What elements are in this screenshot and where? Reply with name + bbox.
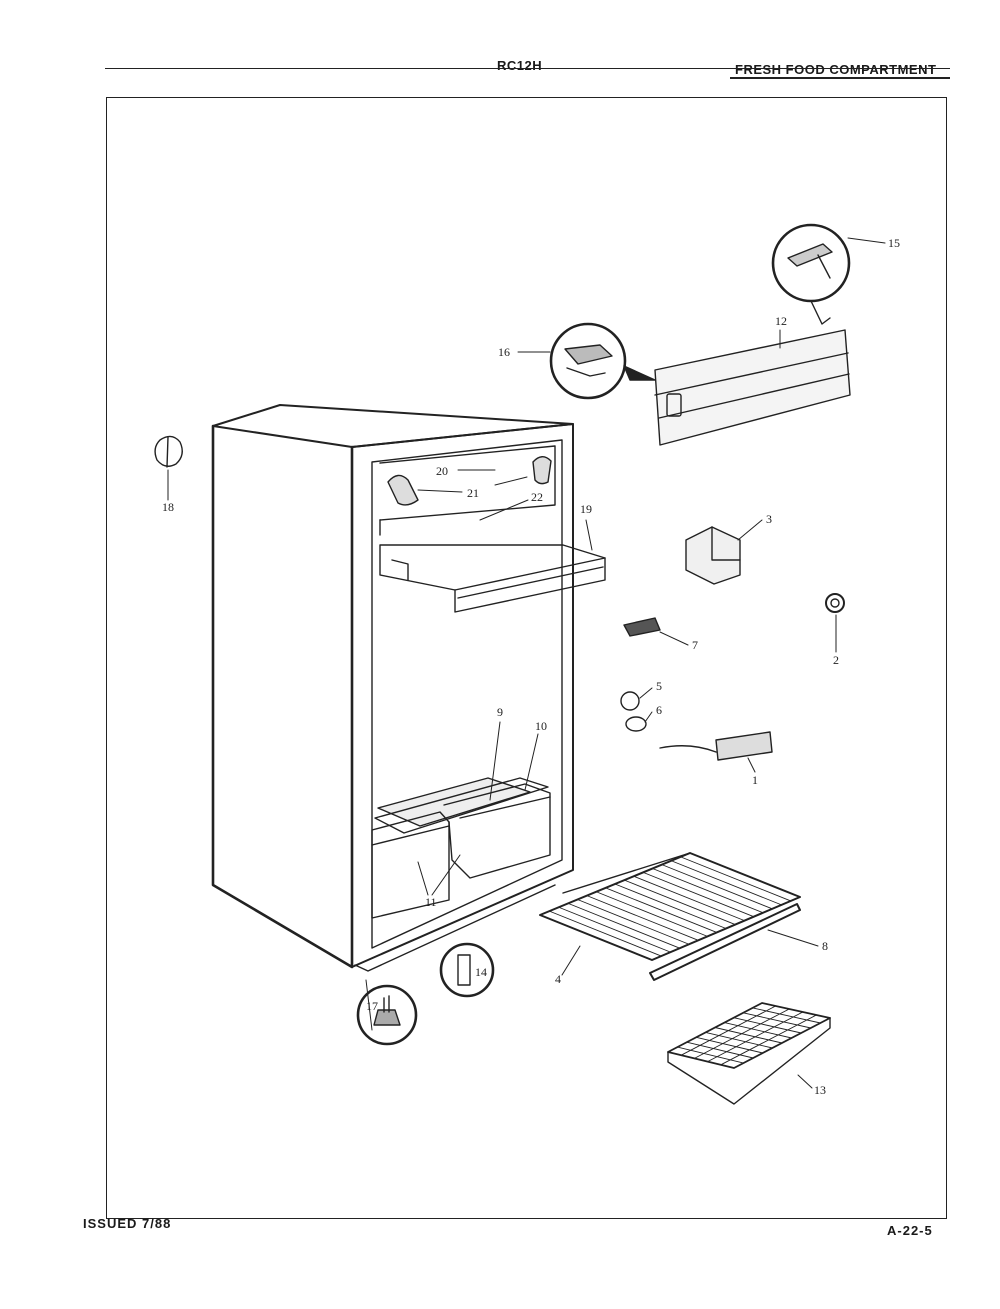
tray-divider xyxy=(752,1007,821,1024)
shelf-wire xyxy=(633,875,745,922)
callout-4: 4 xyxy=(555,972,561,986)
leader-line xyxy=(639,687,653,699)
callout-2: 2 xyxy=(833,653,839,667)
part-5-6-bulbs xyxy=(620,691,647,732)
callout-5: 5 xyxy=(656,679,662,693)
tray-divider xyxy=(686,1041,754,1059)
leader-line xyxy=(494,476,528,486)
leader-line xyxy=(737,519,763,541)
part-18 xyxy=(154,435,183,468)
tray-divider xyxy=(676,1046,745,1064)
part-1-control xyxy=(659,731,773,761)
leader-line xyxy=(417,861,429,896)
tray-divider xyxy=(695,1036,764,1054)
shelf-wire xyxy=(605,887,718,933)
tray-divider xyxy=(680,1005,777,1056)
part-3-thermostat xyxy=(685,526,741,585)
callout-12: 12 xyxy=(775,314,787,328)
shelf-wire xyxy=(680,856,792,902)
part-7-switch xyxy=(623,617,661,637)
issued-date: ISSUED 7/88 xyxy=(83,1216,172,1231)
leader-line xyxy=(659,631,689,646)
part-14-callout xyxy=(439,942,495,998)
callout-16: 16 xyxy=(498,345,510,359)
diagram-frame xyxy=(106,97,947,1219)
callout-20: 20 xyxy=(436,464,448,478)
callout-10: 10 xyxy=(535,719,547,733)
leader-line xyxy=(644,711,653,723)
tray-divider xyxy=(705,1031,773,1049)
tray-divider xyxy=(733,1017,802,1034)
tray-divider xyxy=(707,1011,804,1063)
leader-line xyxy=(524,733,539,791)
callout-11: 11 xyxy=(425,895,437,909)
leader-line xyxy=(431,854,461,896)
shelf-wire xyxy=(614,883,727,929)
callout-21: 21 xyxy=(467,486,479,500)
tray-divider xyxy=(693,1008,790,1059)
part-17-callout xyxy=(356,984,418,1046)
shelf-wire xyxy=(670,860,782,906)
leader-line xyxy=(767,929,819,947)
callout-15: 15 xyxy=(888,236,900,250)
refrigerator-cabinet xyxy=(211,404,606,972)
section-underline xyxy=(730,77,950,79)
callout-8: 8 xyxy=(822,939,828,953)
leader-line xyxy=(489,721,501,801)
tray-divider xyxy=(714,1027,783,1044)
model-number: RC12H xyxy=(497,58,543,73)
shelf-wire xyxy=(595,891,708,937)
leader-lines xyxy=(167,237,886,1089)
leader-line xyxy=(561,945,581,976)
callout-19: 19 xyxy=(580,502,592,516)
shelf-wire xyxy=(567,902,681,949)
leader-line xyxy=(417,489,463,493)
shelf-wire xyxy=(548,910,662,957)
leader-line xyxy=(847,237,886,244)
callout-1: 1 xyxy=(752,773,758,787)
shelf-wire xyxy=(642,871,755,918)
leader-line xyxy=(747,757,756,773)
callout-22: 22 xyxy=(531,490,543,504)
shelf-wire xyxy=(558,906,671,953)
tray-divider xyxy=(742,1012,812,1029)
leader-line xyxy=(479,499,529,521)
shelf-wire xyxy=(661,864,773,910)
leader-line xyxy=(585,519,593,551)
ice-cube-tray xyxy=(667,1002,831,1105)
shelf-wire xyxy=(577,899,690,945)
callout-9: 9 xyxy=(497,705,503,719)
freezer-door xyxy=(654,329,851,446)
header-rule xyxy=(105,68,950,69)
callout-17: 17 xyxy=(366,999,378,1013)
tray-divider xyxy=(720,1014,817,1066)
callout-3: 3 xyxy=(766,512,772,526)
callout-7: 7 xyxy=(692,638,698,652)
hinge-callout xyxy=(549,322,656,400)
callout-14: 14 xyxy=(475,965,487,979)
callout-18: 18 xyxy=(162,500,174,514)
wire-shelf xyxy=(539,852,801,981)
callout-6: 6 xyxy=(656,703,662,717)
tray-divider xyxy=(723,1022,793,1039)
shelf-wire xyxy=(623,879,736,926)
shelf-wire xyxy=(652,868,764,914)
page-number: A-22-5 xyxy=(887,1223,933,1238)
callout-13: 13 xyxy=(814,1083,826,1097)
leader-line xyxy=(365,979,373,1031)
door-handle-callout xyxy=(771,223,851,325)
leader-line xyxy=(797,1074,813,1089)
part-2-knob xyxy=(825,593,845,613)
section-title: FRESH FOOD COMPARTMENT xyxy=(735,62,937,77)
shelf-wire xyxy=(586,895,699,941)
